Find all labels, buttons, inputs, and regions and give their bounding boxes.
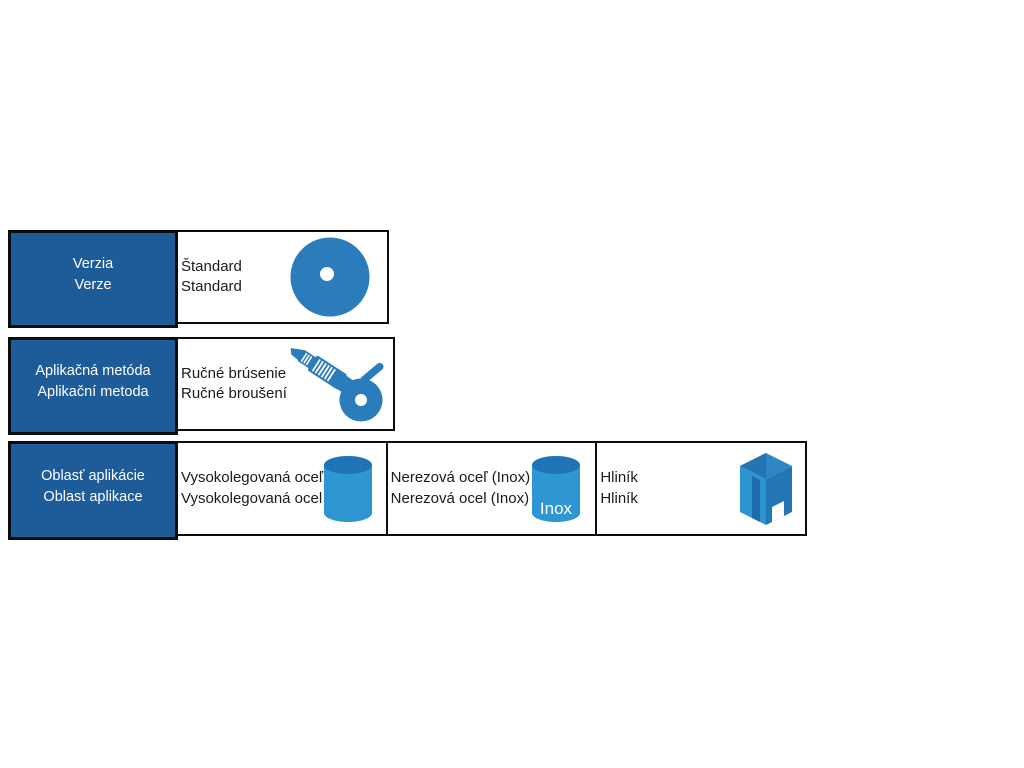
inox-label: Inox [540, 499, 573, 518]
value-line-sk: Hliník [600, 469, 638, 486]
cell-value-text: Štandard Standard [181, 257, 289, 298]
row-body-application-area: Vysokolegovaná oceľ Vysokolegovaná ocel … [178, 441, 807, 536]
value-line-sk: Ručné brúsenie [181, 364, 287, 382]
steel-cylinder-icon [323, 454, 373, 524]
row-header-application-method: Aplikačná metóda Aplikační metoda [8, 337, 178, 435]
cell-high-alloy-steel: Vysokolegovaná oceľ Vysokolegovaná ocel [178, 443, 386, 534]
fibre-disc-icon [289, 236, 371, 318]
aluminium-profile-icon [739, 452, 793, 526]
value-line-cz: Ručné broušení [181, 385, 287, 402]
angle-grinder-icon [287, 346, 387, 428]
value-line-cz: Standard [181, 278, 242, 295]
cell-value-text: Nerezová oceľ (Inox) Nerezová ocel (Inox… [391, 468, 532, 509]
inox-cylinder-icon: Inox [531, 454, 581, 524]
spec-row-application-area: Oblasť aplikácie Oblast aplikace Vysokol… [8, 441, 807, 540]
value-line-sk: Štandard [181, 257, 242, 275]
cell-value-text: Hliník Hliník [600, 468, 739, 509]
header-line-cz: Verze [74, 277, 112, 293]
header-line-sk: Aplikačná metóda [35, 363, 151, 379]
cell-aluminium: Hliník Hliník [595, 443, 805, 534]
cell-value-text: Vysokolegovaná oceľ Vysokolegovaná ocel [181, 468, 323, 509]
value-line-sk: Nerezová oceľ (Inox) [390, 469, 531, 486]
cell-value-text: Ručné brúsenie Ručné broušení [181, 364, 287, 405]
spec-row-application-method: Aplikačná metóda Aplikační metoda Ručné … [8, 337, 395, 435]
value-line-cz: Nerezová ocel (Inox) [390, 489, 530, 507]
cell-standard-version: Štandard Standard [178, 232, 387, 322]
spec-row-version: Verzia Verze Štandard Standard [8, 230, 389, 328]
header-line-cz: Aplikační metoda [37, 384, 149, 400]
header-line-sk: Oblasť aplikácie [41, 467, 145, 484]
value-line-sk: Vysokolegovaná oceľ [181, 469, 324, 486]
value-line-cz: Hliník [600, 489, 638, 507]
value-line-cz: Vysokolegovaná ocel [181, 489, 323, 507]
cell-stainless-steel: Nerezová oceľ (Inox) Nerezová ocel (Inox… [385, 443, 596, 534]
header-line-sk: Verzia [72, 256, 114, 272]
row-body-version: Štandard Standard [178, 230, 389, 324]
cell-hand-grinding: Ručné brúsenie Ručné broušení [178, 339, 393, 429]
row-body-application-method: Ručné brúsenie Ručné broušení [178, 337, 395, 431]
row-header-application-area: Oblasť aplikácie Oblast aplikace [8, 441, 178, 540]
row-header-version: Verzia Verze [8, 230, 178, 328]
header-line-cz: Oblast aplikace [43, 488, 143, 505]
